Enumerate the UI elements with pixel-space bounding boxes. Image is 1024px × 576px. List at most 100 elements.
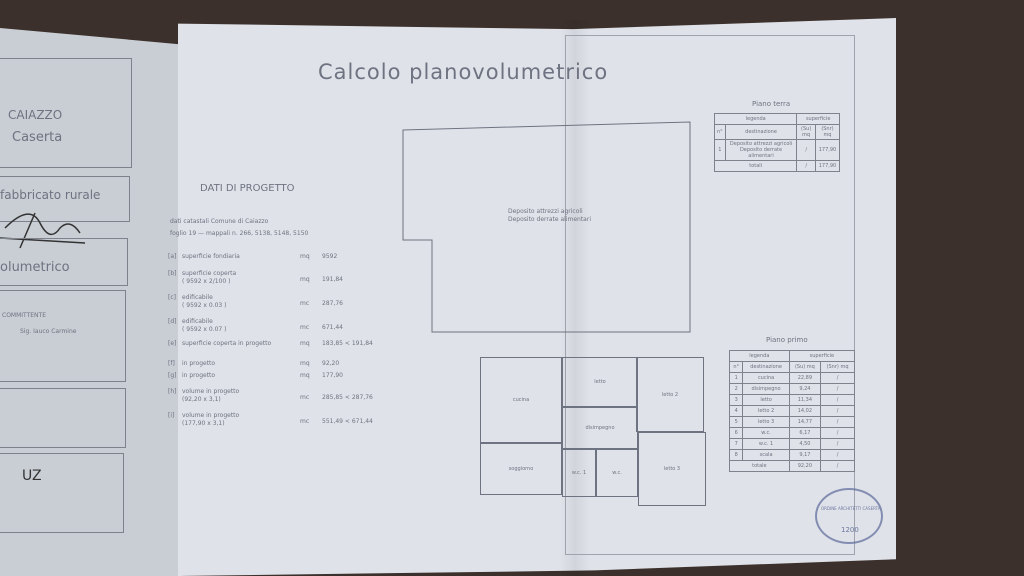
cell: 1 bbox=[728, 372, 744, 384]
cell: scala bbox=[742, 449, 790, 461]
row-label: superficie fondiaria bbox=[182, 253, 240, 260]
piano-terra-title: Piano terra bbox=[752, 100, 791, 108]
architect-stamp: ORDINE ARCHITETTI CASERTA 1200 bbox=[815, 488, 883, 544]
th-surface: superficie bbox=[796, 113, 840, 125]
cell: / bbox=[796, 139, 816, 161]
row-label: in progetto bbox=[182, 360, 216, 367]
row-value: 285,85 < 287,76 bbox=[322, 394, 373, 401]
sheet-frame bbox=[565, 35, 855, 555]
subject: fabbricato rurale bbox=[0, 188, 101, 202]
th-snr: (Snr) mq bbox=[820, 361, 855, 373]
cell: / bbox=[820, 394, 855, 406]
page-title: Calcolo planovolumetrico bbox=[318, 60, 609, 84]
cadastral-line: foglio 19 — mappali n. 266, 5138, 5148, … bbox=[170, 230, 309, 237]
row-code: [e] bbox=[168, 340, 177, 347]
cell: letto 3 bbox=[742, 416, 790, 428]
row-label: edificabile bbox=[182, 294, 213, 301]
cell: 4 bbox=[728, 405, 744, 417]
project-heading: DATI DI PROGETTO bbox=[200, 183, 295, 194]
cell: / bbox=[820, 372, 855, 384]
row-label: edificabile bbox=[182, 318, 213, 325]
row-value: 183,85 < 191,84 bbox=[322, 340, 373, 347]
row-value: 551,49 < 671,44 bbox=[322, 418, 373, 425]
row-value: 191,84 bbox=[322, 276, 343, 283]
stamp-number: 1200 bbox=[841, 526, 859, 534]
row-code: [b] bbox=[168, 270, 177, 277]
cell: 92,20 bbox=[788, 460, 822, 472]
row-label: superficie coperta in progetto bbox=[182, 340, 272, 347]
cell: 177,90 bbox=[814, 139, 841, 161]
cell: 9,17 bbox=[788, 449, 822, 461]
row-code: [c] bbox=[168, 294, 176, 301]
cell: totale bbox=[729, 460, 790, 472]
cell: w.c. bbox=[742, 427, 790, 439]
row-value: 671,44 bbox=[322, 324, 343, 331]
first-floor-plan: cucina letto letto 2 disimpegno soggiorn… bbox=[478, 355, 708, 507]
client-label: COMMITTENTE bbox=[2, 312, 46, 319]
cell: letto bbox=[742, 394, 790, 406]
cell: / bbox=[820, 416, 855, 428]
handwritten-initials: UZ bbox=[22, 468, 42, 484]
client-name: Sig. Iauco Carmine bbox=[20, 328, 77, 335]
cell: 5 bbox=[728, 416, 744, 428]
row-value: 287,76 bbox=[322, 300, 343, 307]
th-dest: destinazione bbox=[742, 361, 790, 373]
room-letto: letto bbox=[562, 357, 638, 407]
cell: 7 bbox=[728, 438, 744, 450]
row-formula: ( 9592 x 2/100 ) bbox=[182, 278, 231, 285]
ground-plan-label: Deposito attrezzi agricoli bbox=[508, 208, 583, 215]
room-disimpegno: disimpegno bbox=[562, 407, 638, 449]
cell: 6,17 bbox=[788, 427, 822, 439]
total-label: totali bbox=[713, 160, 798, 172]
room-wc: w.c. bbox=[596, 449, 638, 497]
row-unit: mq bbox=[300, 340, 310, 347]
cell: / bbox=[820, 427, 855, 439]
cadastral-line: dati catastali Comune di Caiazzo bbox=[170, 218, 269, 225]
cell: w.c. 1 bbox=[742, 438, 790, 450]
th-su: (Su) mq bbox=[796, 124, 816, 140]
ground-plan-label: Deposito derrate alimentari bbox=[508, 216, 591, 223]
province: Caserta bbox=[12, 130, 63, 145]
row-unit: mc bbox=[300, 300, 310, 307]
cell: 4,50 bbox=[788, 438, 822, 450]
folded-cover-panel: CAIAZZO Caserta fabbricato rurale olumet… bbox=[0, 28, 182, 576]
cell: 14,02 bbox=[788, 405, 822, 417]
row-formula: ( 9592 x 0.07 ) bbox=[182, 326, 227, 333]
row-value: 177,90 bbox=[322, 372, 343, 379]
th-legend: legenda bbox=[713, 113, 798, 125]
cell: / bbox=[820, 405, 855, 417]
cell: 1 bbox=[714, 139, 726, 161]
town: CAIAZZO bbox=[8, 108, 63, 122]
cell: Deposito attrezzi agricoli Deposito derr… bbox=[724, 139, 798, 161]
row-code: [g] bbox=[168, 372, 177, 379]
document-sheet bbox=[178, 18, 896, 576]
row-label: volume in progetto bbox=[182, 388, 240, 395]
cell: 3 bbox=[728, 394, 744, 406]
row-value: 92,20 bbox=[322, 360, 340, 367]
cell: 11,34 bbox=[788, 394, 822, 406]
cell: 8 bbox=[728, 449, 744, 461]
th-snr: (Snr) mq bbox=[814, 124, 841, 140]
row-unit: mc bbox=[300, 324, 310, 331]
row-code: [i] bbox=[168, 412, 175, 419]
th-n: n° bbox=[728, 361, 744, 373]
cell: 22,89 bbox=[788, 372, 822, 384]
stamp-text: ORDINE ARCHITETTI CASERTA bbox=[821, 506, 881, 511]
row-code: [h] bbox=[168, 388, 177, 395]
row-label: volume in progetto bbox=[182, 412, 240, 419]
row-unit: mc bbox=[300, 418, 310, 425]
piano-primo-title: Piano primo bbox=[766, 336, 808, 344]
drawing-title: olumetrico bbox=[0, 260, 70, 275]
cell: / bbox=[820, 460, 855, 472]
cell: disimpegno bbox=[742, 383, 790, 395]
row-label: superficie coperta bbox=[182, 270, 237, 277]
cell: 177,90 bbox=[814, 160, 841, 172]
room-soggiorno: soggiorno bbox=[480, 443, 562, 495]
